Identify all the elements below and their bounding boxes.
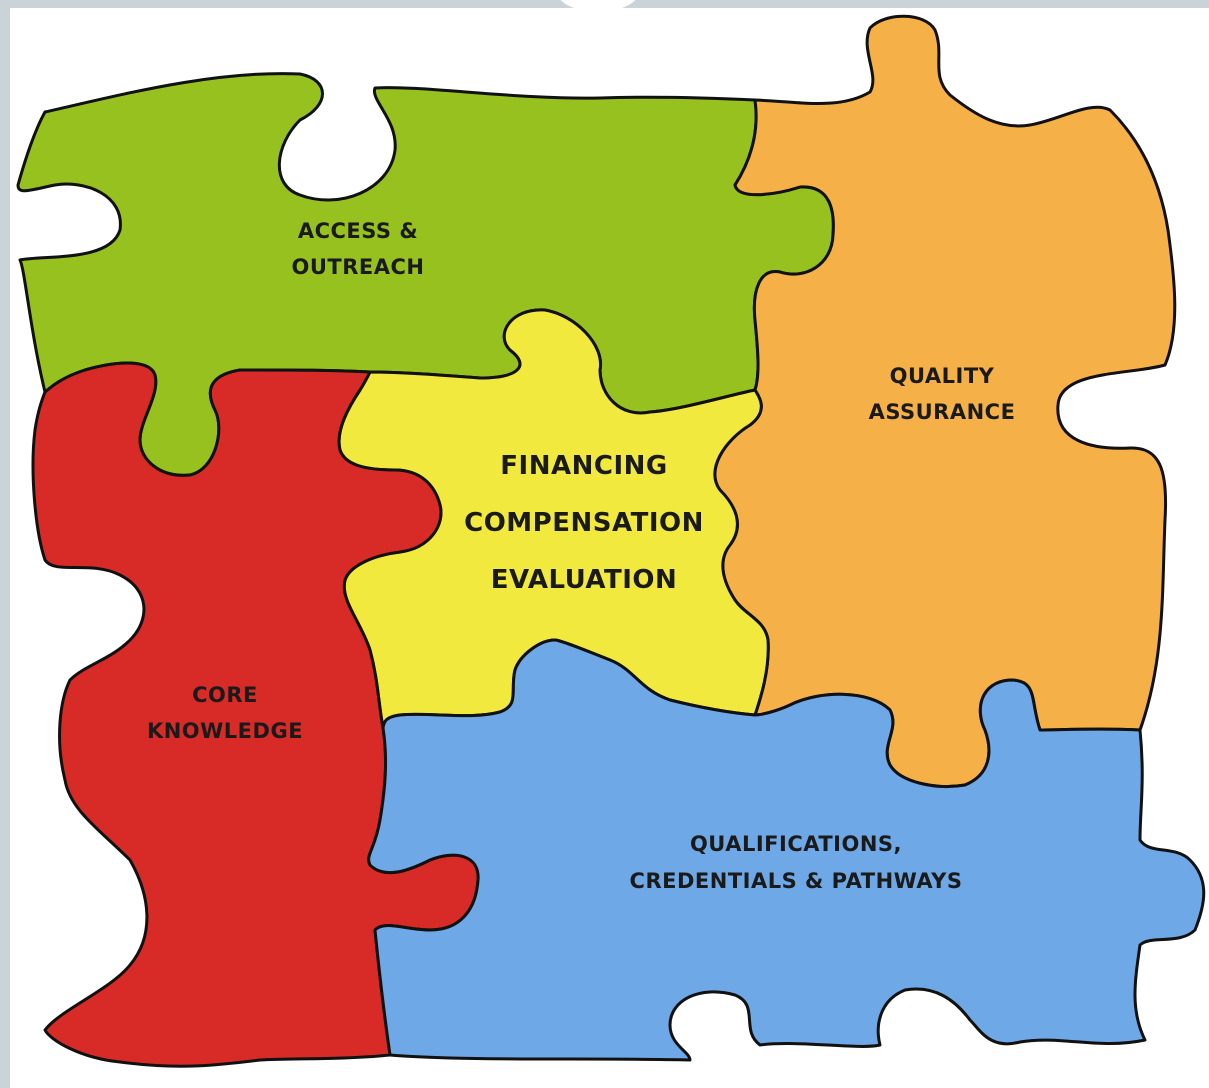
qualifications-piece bbox=[367, 638, 1206, 1062]
access-outreach-line2: OUTREACH bbox=[292, 255, 425, 279]
quality-assurance-line1: QUALITY bbox=[890, 364, 995, 388]
core-knowledge-line2: KNOWLEDGE bbox=[147, 719, 303, 743]
frame-top-notch bbox=[560, 0, 636, 12]
core-knowledge-line1: CORE bbox=[192, 683, 258, 707]
frame-left-bar bbox=[0, 0, 10, 1088]
qualifications-line2: CREDENTIALS & PATHWAYS bbox=[630, 869, 963, 893]
financing-line3: EVALUATION bbox=[491, 565, 678, 595]
access-outreach-line1: ACCESS & bbox=[298, 219, 418, 243]
qualifications-line1: QUALIFICATIONS, bbox=[690, 832, 902, 856]
quality-assurance-line2: ASSURANCE bbox=[869, 400, 1016, 424]
financing-line2: COMPENSATION bbox=[464, 508, 704, 538]
financing-line1: FINANCING bbox=[500, 451, 667, 481]
